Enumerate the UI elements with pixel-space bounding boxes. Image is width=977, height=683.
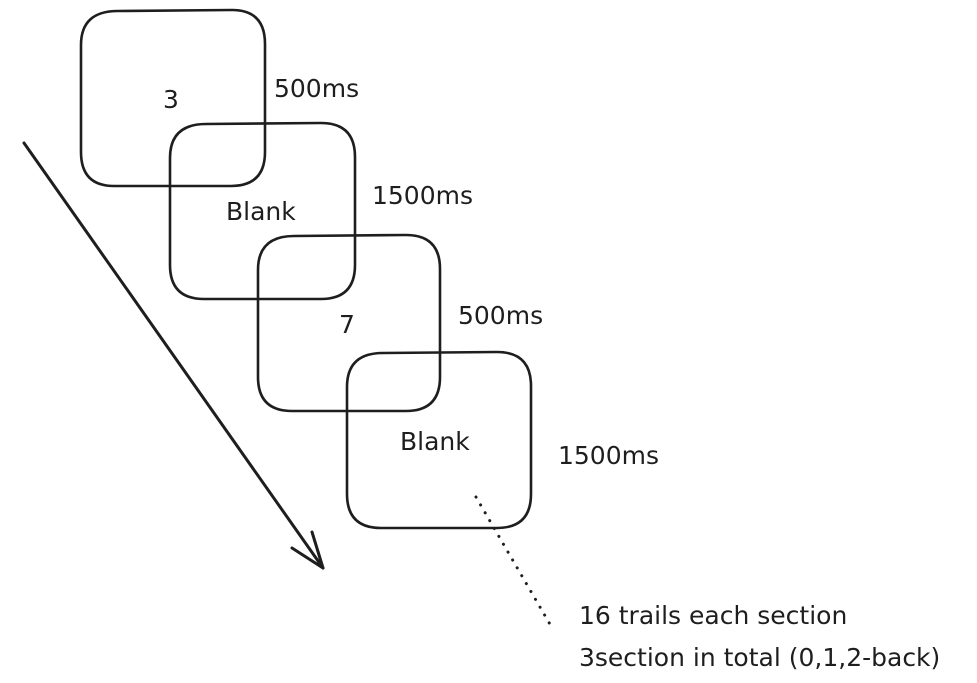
step-4-duration: 1500ms xyxy=(558,441,660,470)
note-sections-total: 3section in total (0,1,2-back) xyxy=(579,643,941,672)
frame-step-1 xyxy=(79,8,267,188)
step-2-content: Blank xyxy=(226,197,296,226)
step-2-duration: 1500ms xyxy=(372,181,474,210)
step-1-content: 3 xyxy=(163,85,179,114)
time-arrow-head xyxy=(290,530,325,570)
continuation-dotted-line xyxy=(474,495,553,628)
step-3-content: 7 xyxy=(339,310,355,339)
note-trials-per-section: 16 trails each section xyxy=(579,601,848,630)
frame-step-2 xyxy=(168,121,357,301)
frame-step-3 xyxy=(256,233,442,413)
time-arrow xyxy=(22,141,325,570)
frame-step-4 xyxy=(345,350,533,530)
step-3-duration: 500ms xyxy=(458,301,544,330)
step-4-content: Blank xyxy=(400,427,470,456)
step-1-duration: 500ms xyxy=(274,74,360,103)
